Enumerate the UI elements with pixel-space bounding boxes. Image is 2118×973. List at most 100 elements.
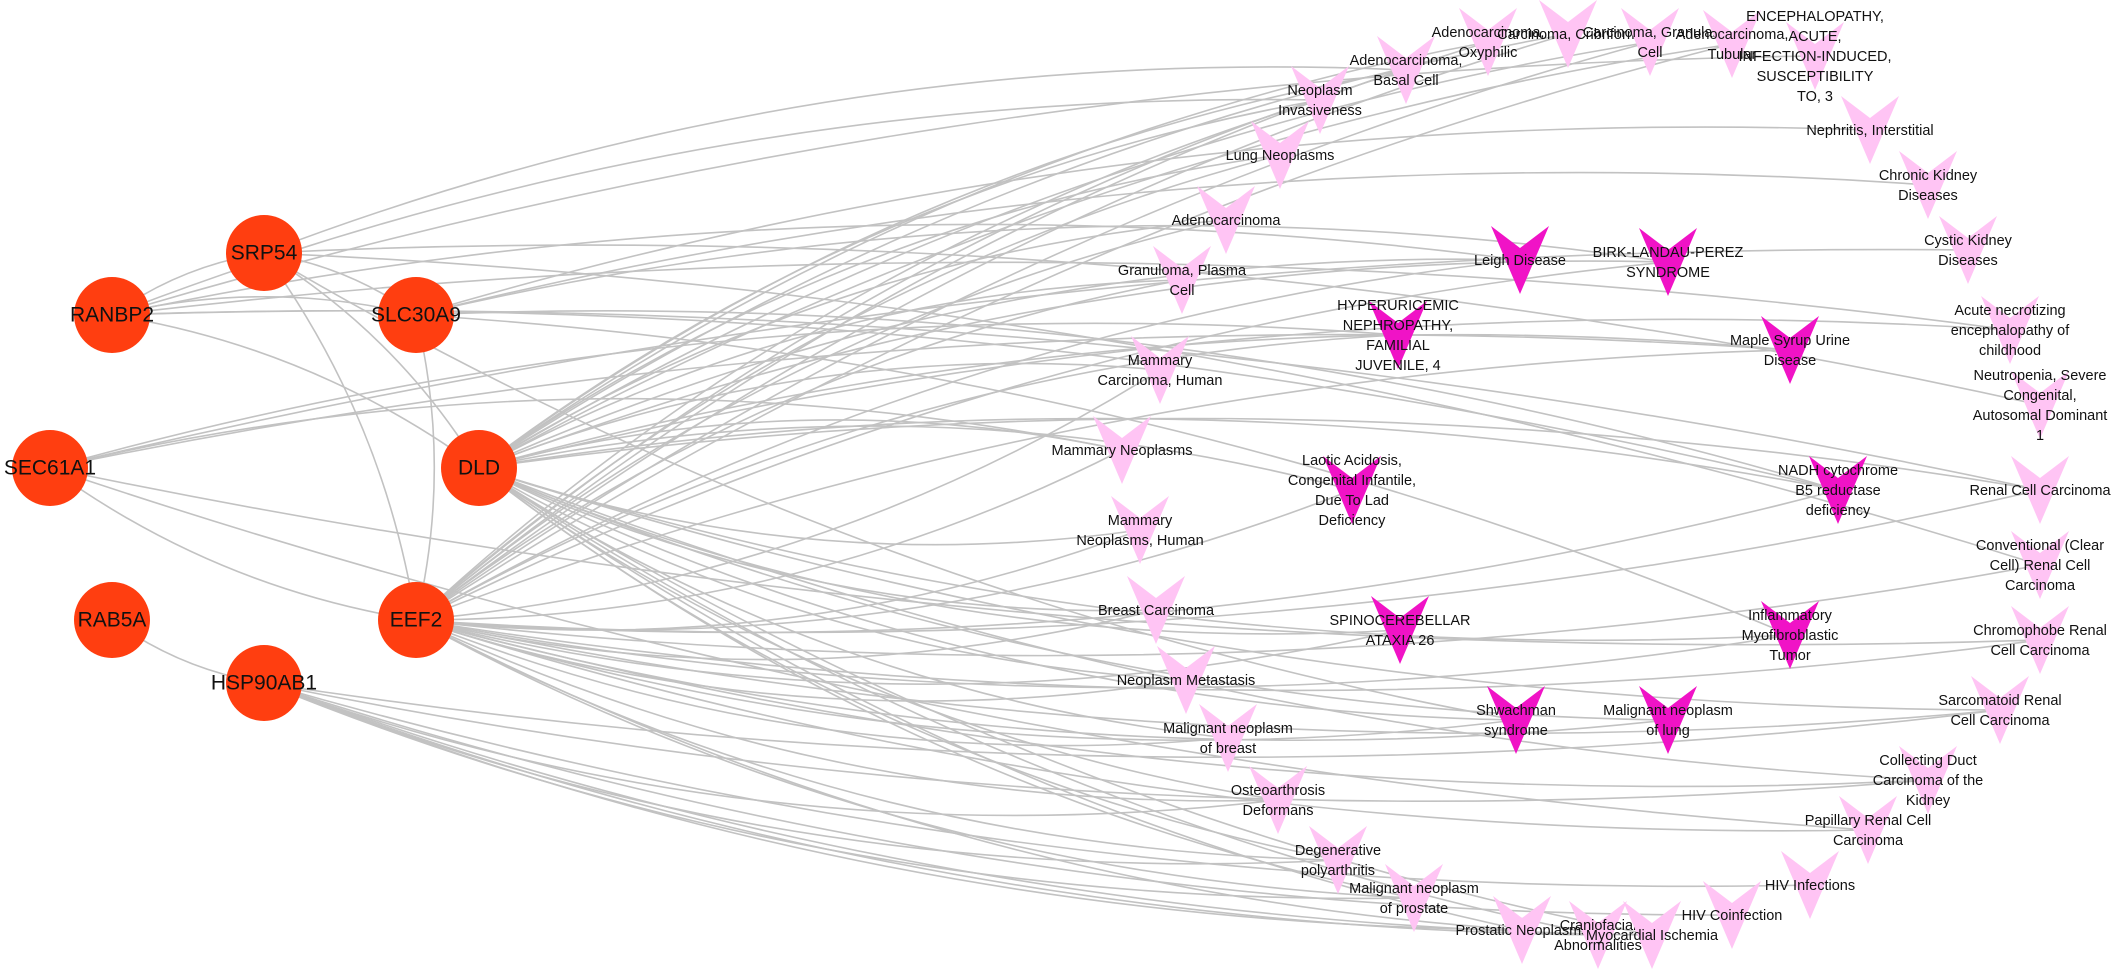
disease-marker — [1539, 0, 1597, 68]
disease-label-line: HIV Infections — [1765, 878, 1855, 894]
disease-node[interactable]: Adenocarcinoma,Oxyphilic — [1432, 8, 1545, 76]
edge — [415, 349, 1791, 621]
disease-node[interactable]: Carcinoma, Cribriform — [1497, 0, 1639, 68]
disease-label-line: Abnormalities — [1554, 938, 1642, 954]
disease-label-line: Deficiency — [1319, 513, 1387, 529]
disease-label: Lung Neoplasms — [1226, 148, 1335, 164]
edge — [415, 261, 1669, 621]
disease-label-line: Diseases — [1898, 188, 1958, 204]
gene-node[interactable]: RANBP2 — [70, 277, 154, 353]
gene-label: HSP90AB1 — [211, 672, 317, 695]
edge — [415, 564, 2041, 657]
gene-node[interactable]: HSP90AB1 — [211, 645, 317, 721]
disease-marker — [1899, 746, 1957, 814]
disease-label-line: Autosomal Dominant — [1973, 408, 2108, 424]
gene-node[interactable]: SEC61A1 — [4, 430, 96, 506]
disease-node[interactable]: Leigh Disease — [1474, 226, 1566, 294]
disease-node[interactable]: Breast Carcinoma — [1098, 576, 1215, 644]
disease-node[interactable]: HIV Infections — [1765, 851, 1855, 919]
edge — [478, 467, 1599, 936]
disease-label-line: Papillary Renal Cell — [1805, 813, 1932, 829]
disease-node[interactable]: Adenocarcinoma,Tubular — [1676, 10, 1789, 78]
disease-node[interactable]: Neoplasm Metastasis — [1117, 646, 1256, 714]
gene-node[interactable]: RAB5A — [74, 582, 150, 658]
disease-node[interactable]: HIV Coinfection — [1682, 881, 1783, 949]
edge — [263, 682, 1415, 900]
disease-label-line: syndrome — [1484, 723, 1548, 739]
gene-node[interactable]: DLD — [441, 430, 517, 506]
disease-label-line: Congenital, — [2003, 388, 2076, 404]
disease-node[interactable]: Adenocarcinoma,Basal Cell — [1350, 36, 1463, 104]
disease-node[interactable]: Nephritis, Interstitial — [1806, 96, 1934, 164]
disease-node[interactable]: Laotic Acidosis,Congenital Infantile,Due… — [1288, 453, 1416, 529]
edge — [478, 467, 1517, 721]
disease-node[interactable]: Myocardial Ischemia — [1586, 901, 1719, 969]
disease-marker — [1981, 296, 2039, 364]
edge — [415, 171, 1929, 316]
edge — [478, 467, 1229, 739]
edge — [415, 224, 1669, 316]
edge — [478, 467, 1791, 642]
edge — [415, 619, 1229, 747]
disease-label-line: Carcinoma, Human — [1098, 373, 1223, 389]
disease-label-line: deficiency — [1806, 503, 1871, 519]
disease-marker — [1157, 646, 1215, 714]
edge — [49, 333, 1791, 469]
disease-node[interactable]: Lung Neoplasms — [1226, 121, 1335, 189]
disease-label-line: Cell Carcinoma — [1990, 643, 2090, 659]
gene-node[interactable]: EEF2 — [378, 582, 454, 658]
disease-label-line: Basal Cell — [1373, 73, 1438, 89]
gene-node[interactable]: SRP54 — [226, 215, 302, 291]
edge — [415, 449, 1123, 621]
disease-marker — [1377, 36, 1435, 104]
disease-label: Neoplasm Metastasis — [1117, 673, 1256, 689]
disease-marker — [1809, 456, 1867, 524]
edge — [415, 489, 2041, 634]
disease-node[interactable]: Mammary Neoplasms — [1052, 416, 1193, 484]
disease-label: HIV Infections — [1765, 878, 1855, 894]
edge — [415, 619, 1279, 802]
disease-node[interactable]: Prostatic Neoplasms — [1456, 896, 1589, 964]
edge — [478, 467, 2001, 711]
disease-label-line: Inflammatory — [1748, 608, 1833, 624]
disease-node[interactable]: Renal Cell Carcinoma — [1969, 456, 2111, 524]
gene-node[interactable]: SLC30A9 — [371, 277, 461, 353]
disease-node[interactable]: ENCEPHALOPATHY,ACUTE,INFECTION-INDUCED,S… — [1738, 9, 1891, 105]
disease-node[interactable]: Adenocarcinoma — [1172, 186, 1282, 254]
